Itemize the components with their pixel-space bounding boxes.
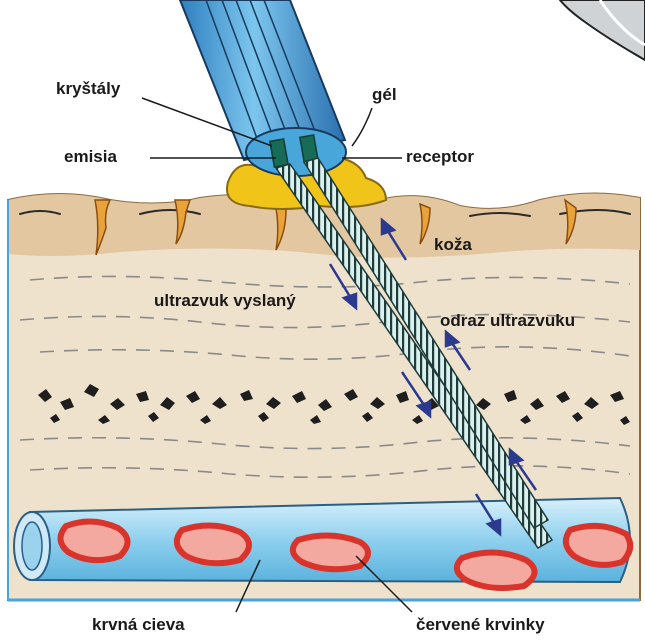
label-emission: emisia: [64, 147, 117, 166]
label-red-blood-cells: červené krvinky: [416, 615, 545, 634]
label-crystals: kryštály: [56, 79, 121, 98]
label-ultrasound-sent: ultrazvuk vyslaný: [154, 291, 296, 310]
label-skin: koža: [434, 235, 472, 254]
ultrasound-probe: [180, 0, 346, 176]
label-receptor: receptor: [406, 147, 474, 166]
red-blood-cell: [293, 535, 368, 569]
label-ultrasound-reflection: odraz ultrazvuku: [440, 311, 575, 330]
label-gel: gél: [372, 85, 397, 104]
label-blood-vessel: krvná cieva: [92, 615, 185, 634]
red-blood-cell: [177, 525, 249, 563]
red-blood-cell: [457, 552, 535, 588]
device-corner: [560, 0, 645, 60]
red-blood-cell: [60, 521, 127, 560]
red-blood-cell: [566, 526, 630, 565]
